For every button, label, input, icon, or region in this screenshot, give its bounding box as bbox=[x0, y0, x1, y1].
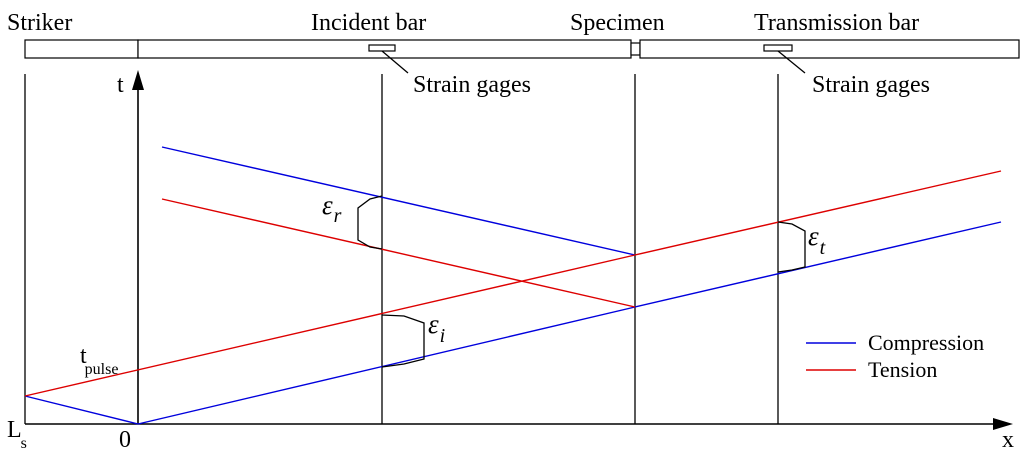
axes bbox=[25, 70, 1013, 430]
eps-i-main: ε bbox=[428, 309, 439, 339]
transmitted-tension-wave bbox=[634, 170, 1002, 256]
origin-label: 0 bbox=[119, 427, 131, 451]
t-pulse-main: t bbox=[80, 343, 87, 369]
ls-main: L bbox=[7, 417, 22, 443]
transmitted-compression-wave bbox=[634, 221, 1002, 308]
striker-label: Striker bbox=[7, 10, 72, 36]
incident-compression-wave bbox=[137, 306, 636, 425]
eps-t-subscript: t bbox=[820, 237, 826, 259]
ls-subscript: s bbox=[21, 435, 27, 451]
eps-r-bracket bbox=[357, 195, 383, 250]
compression-waves bbox=[24, 146, 1002, 425]
reflected-compression-wave bbox=[161, 146, 636, 256]
eps-t-main: ε bbox=[808, 221, 819, 251]
eps-r-label: εr bbox=[322, 190, 342, 227]
eps-t-bracket bbox=[777, 221, 806, 273]
eps-r-main: ε bbox=[322, 190, 333, 220]
eps-i-subscript: i bbox=[440, 325, 446, 347]
legend: Compression Tension bbox=[806, 330, 984, 382]
reflected-tension-wave bbox=[161, 198, 636, 308]
strain-gages-label-incident: Strain gages bbox=[413, 72, 531, 98]
transmission-bar-label: Transmission bar bbox=[754, 10, 919, 36]
legend-tension-label: Tension bbox=[868, 357, 937, 382]
ls-label: Ls bbox=[7, 417, 27, 451]
transmission-bar bbox=[639, 39, 1020, 59]
legend-compression-label: Compression bbox=[868, 330, 984, 355]
striker-bar bbox=[24, 39, 139, 59]
incident-tension-wave bbox=[24, 254, 636, 397]
incident-bar-label: Incident bar bbox=[311, 10, 426, 36]
specimen-label: Specimen bbox=[570, 10, 665, 36]
tension-waves bbox=[24, 170, 1002, 397]
specimen bbox=[630, 42, 641, 56]
x-axis-arrowhead bbox=[993, 418, 1013, 430]
bar-schematic bbox=[24, 39, 1020, 74]
t-axis-arrowhead bbox=[132, 70, 144, 90]
eps-t-label: εt bbox=[808, 221, 826, 259]
x-axis-label: x bbox=[1002, 427, 1014, 451]
t-axis-label: t bbox=[117, 72, 124, 98]
gage-leader-transmission bbox=[777, 50, 806, 74]
eps-i-label: εi bbox=[428, 309, 445, 347]
strain-gage-transmission bbox=[763, 44, 793, 52]
eps-i-bracket bbox=[381, 314, 425, 368]
gage-leader-incident bbox=[381, 50, 409, 74]
strain-gages-label-transmission: Strain gages bbox=[812, 72, 930, 98]
striker-compression-wave bbox=[24, 395, 139, 425]
strain-gage-incident bbox=[368, 44, 396, 52]
t-pulse-subscript: pulse bbox=[85, 361, 119, 378]
eps-r-subscript: r bbox=[334, 205, 342, 227]
